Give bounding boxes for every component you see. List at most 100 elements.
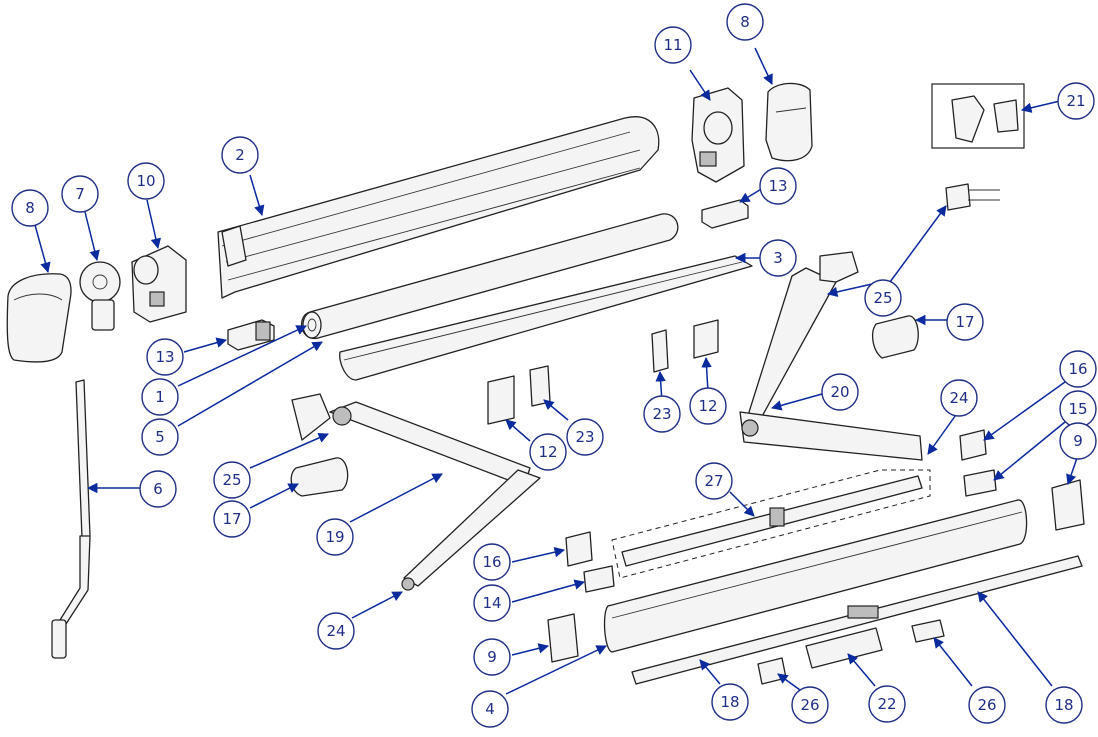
- part-cap-9-right: [1051, 479, 1085, 531]
- svg-text:6: 6: [153, 480, 163, 498]
- callout-26-left: 26: [791, 686, 829, 724]
- svg-text:27: 27: [704, 472, 723, 490]
- part-connector-left: [227, 319, 275, 351]
- svg-text:8: 8: [25, 199, 35, 217]
- callout-1: 1: [141, 378, 179, 416]
- part-slider-22: [805, 627, 883, 669]
- callout-26-right: 26: [968, 686, 1006, 724]
- part-bar-18: [631, 555, 1083, 685]
- part-connector-right: [701, 199, 749, 229]
- part-block-15: [963, 469, 997, 497]
- svg-text:26: 26: [800, 696, 819, 714]
- callout-2: 2: [221, 136, 259, 174]
- callout-11: 11: [654, 26, 692, 64]
- svg-text:22: 22: [877, 695, 896, 713]
- part-end-cap-right: [765, 82, 813, 162]
- part-clip-26-right: [911, 619, 945, 643]
- svg-text:9: 9: [1073, 432, 1083, 450]
- callout-23-right: 23: [643, 395, 681, 433]
- part-crank-handle: [51, 379, 91, 659]
- callout-17-right: 17: [946, 303, 984, 341]
- svg-text:18: 18: [1054, 696, 1073, 714]
- svg-text:15: 15: [1068, 400, 1087, 418]
- part-arm-left: [291, 393, 541, 591]
- callout-25-left: 25: [213, 461, 251, 499]
- svg-text:13: 13: [768, 177, 787, 195]
- part-roller-tube: [300, 213, 679, 339]
- callout-20: 20: [821, 373, 859, 411]
- callout-19: 19: [316, 518, 354, 556]
- callout-13-left: 13: [146, 338, 184, 376]
- svg-text:23: 23: [575, 428, 594, 446]
- callout-17-left: 17: [213, 500, 251, 538]
- callout-23-left: 23: [566, 418, 604, 456]
- svg-text:14: 14: [482, 594, 501, 612]
- part-plate-23-right: [651, 329, 669, 373]
- svg-text:23: 23: [652, 405, 671, 423]
- part-fabric-profile: [339, 255, 753, 381]
- part-plate-23-left: [529, 365, 551, 407]
- svg-text:9: 9: [487, 648, 497, 666]
- callout-15: 15: [1059, 390, 1097, 428]
- svg-text:3: 3: [773, 249, 783, 267]
- part-arm-right: [739, 251, 923, 461]
- part-bracket-7: [79, 261, 121, 331]
- svg-text:5: 5: [155, 428, 165, 446]
- svg-text:10: 10: [136, 172, 155, 190]
- callout-5: 5: [141, 418, 179, 456]
- svg-text:7: 7: [75, 185, 85, 203]
- callout-24-left: 24: [317, 612, 355, 650]
- callout-13-right: 13: [759, 167, 797, 205]
- svg-text:8: 8: [740, 13, 750, 31]
- svg-text:20: 20: [830, 383, 849, 401]
- part-connector-25-right: [945, 183, 1000, 211]
- svg-text:16: 16: [1068, 360, 1087, 378]
- svg-text:21: 21: [1066, 92, 1085, 110]
- svg-text:18: 18: [720, 693, 739, 711]
- part-gearbox: [691, 87, 745, 183]
- callout-18-right: 18: [1045, 686, 1083, 724]
- callout-21: 21: [1057, 82, 1095, 120]
- part-plate-12-left: [487, 375, 515, 425]
- part-cap-9-left: [547, 613, 579, 663]
- callout-4: 4: [471, 690, 509, 728]
- svg-text:25: 25: [222, 471, 241, 489]
- callout-3: 3: [759, 239, 797, 277]
- callout-9-right: 9: [1059, 422, 1097, 460]
- svg-text:25: 25: [873, 289, 892, 307]
- callout-10: 10: [127, 162, 165, 200]
- svg-text:24: 24: [949, 389, 968, 407]
- svg-text:12: 12: [698, 397, 717, 415]
- callout-22: 22: [868, 685, 906, 723]
- svg-text:13: 13: [155, 348, 174, 366]
- callout-25-right: 25: [864, 279, 902, 317]
- callout-18-left: 18: [711, 683, 749, 721]
- svg-text:17: 17: [222, 510, 241, 528]
- callout-12-left: 12: [529, 433, 567, 471]
- leader-lines: [34, 47, 1079, 695]
- callout-16-left: 16: [473, 543, 511, 581]
- svg-text:17: 17: [955, 313, 974, 331]
- callout-8-right: 8: [726, 3, 764, 41]
- callout-24-right: 24: [940, 379, 978, 417]
- svg-text:12: 12: [538, 443, 557, 461]
- svg-text:19: 19: [325, 528, 344, 546]
- part-housing-profile: [217, 116, 660, 299]
- part-block-16-right: [959, 429, 987, 461]
- part-front-profile: [603, 499, 1028, 653]
- part-block-16-left: [565, 531, 593, 567]
- svg-text:16: 16: [482, 553, 501, 571]
- svg-text:24: 24: [326, 622, 345, 640]
- callout-16-right: 16: [1059, 350, 1097, 388]
- callout-14: 14: [473, 584, 511, 622]
- callout-9-left: 9: [473, 638, 511, 676]
- callout-27: 27: [695, 462, 733, 500]
- svg-text:4: 4: [485, 700, 495, 718]
- part-plate-12-right: [693, 319, 719, 359]
- callout-8-left: 8: [11, 189, 49, 227]
- callout-7: 7: [61, 175, 99, 213]
- part-cover-17-left: [290, 457, 349, 497]
- part-inset-21: [931, 83, 1025, 149]
- svg-text:1: 1: [155, 388, 165, 406]
